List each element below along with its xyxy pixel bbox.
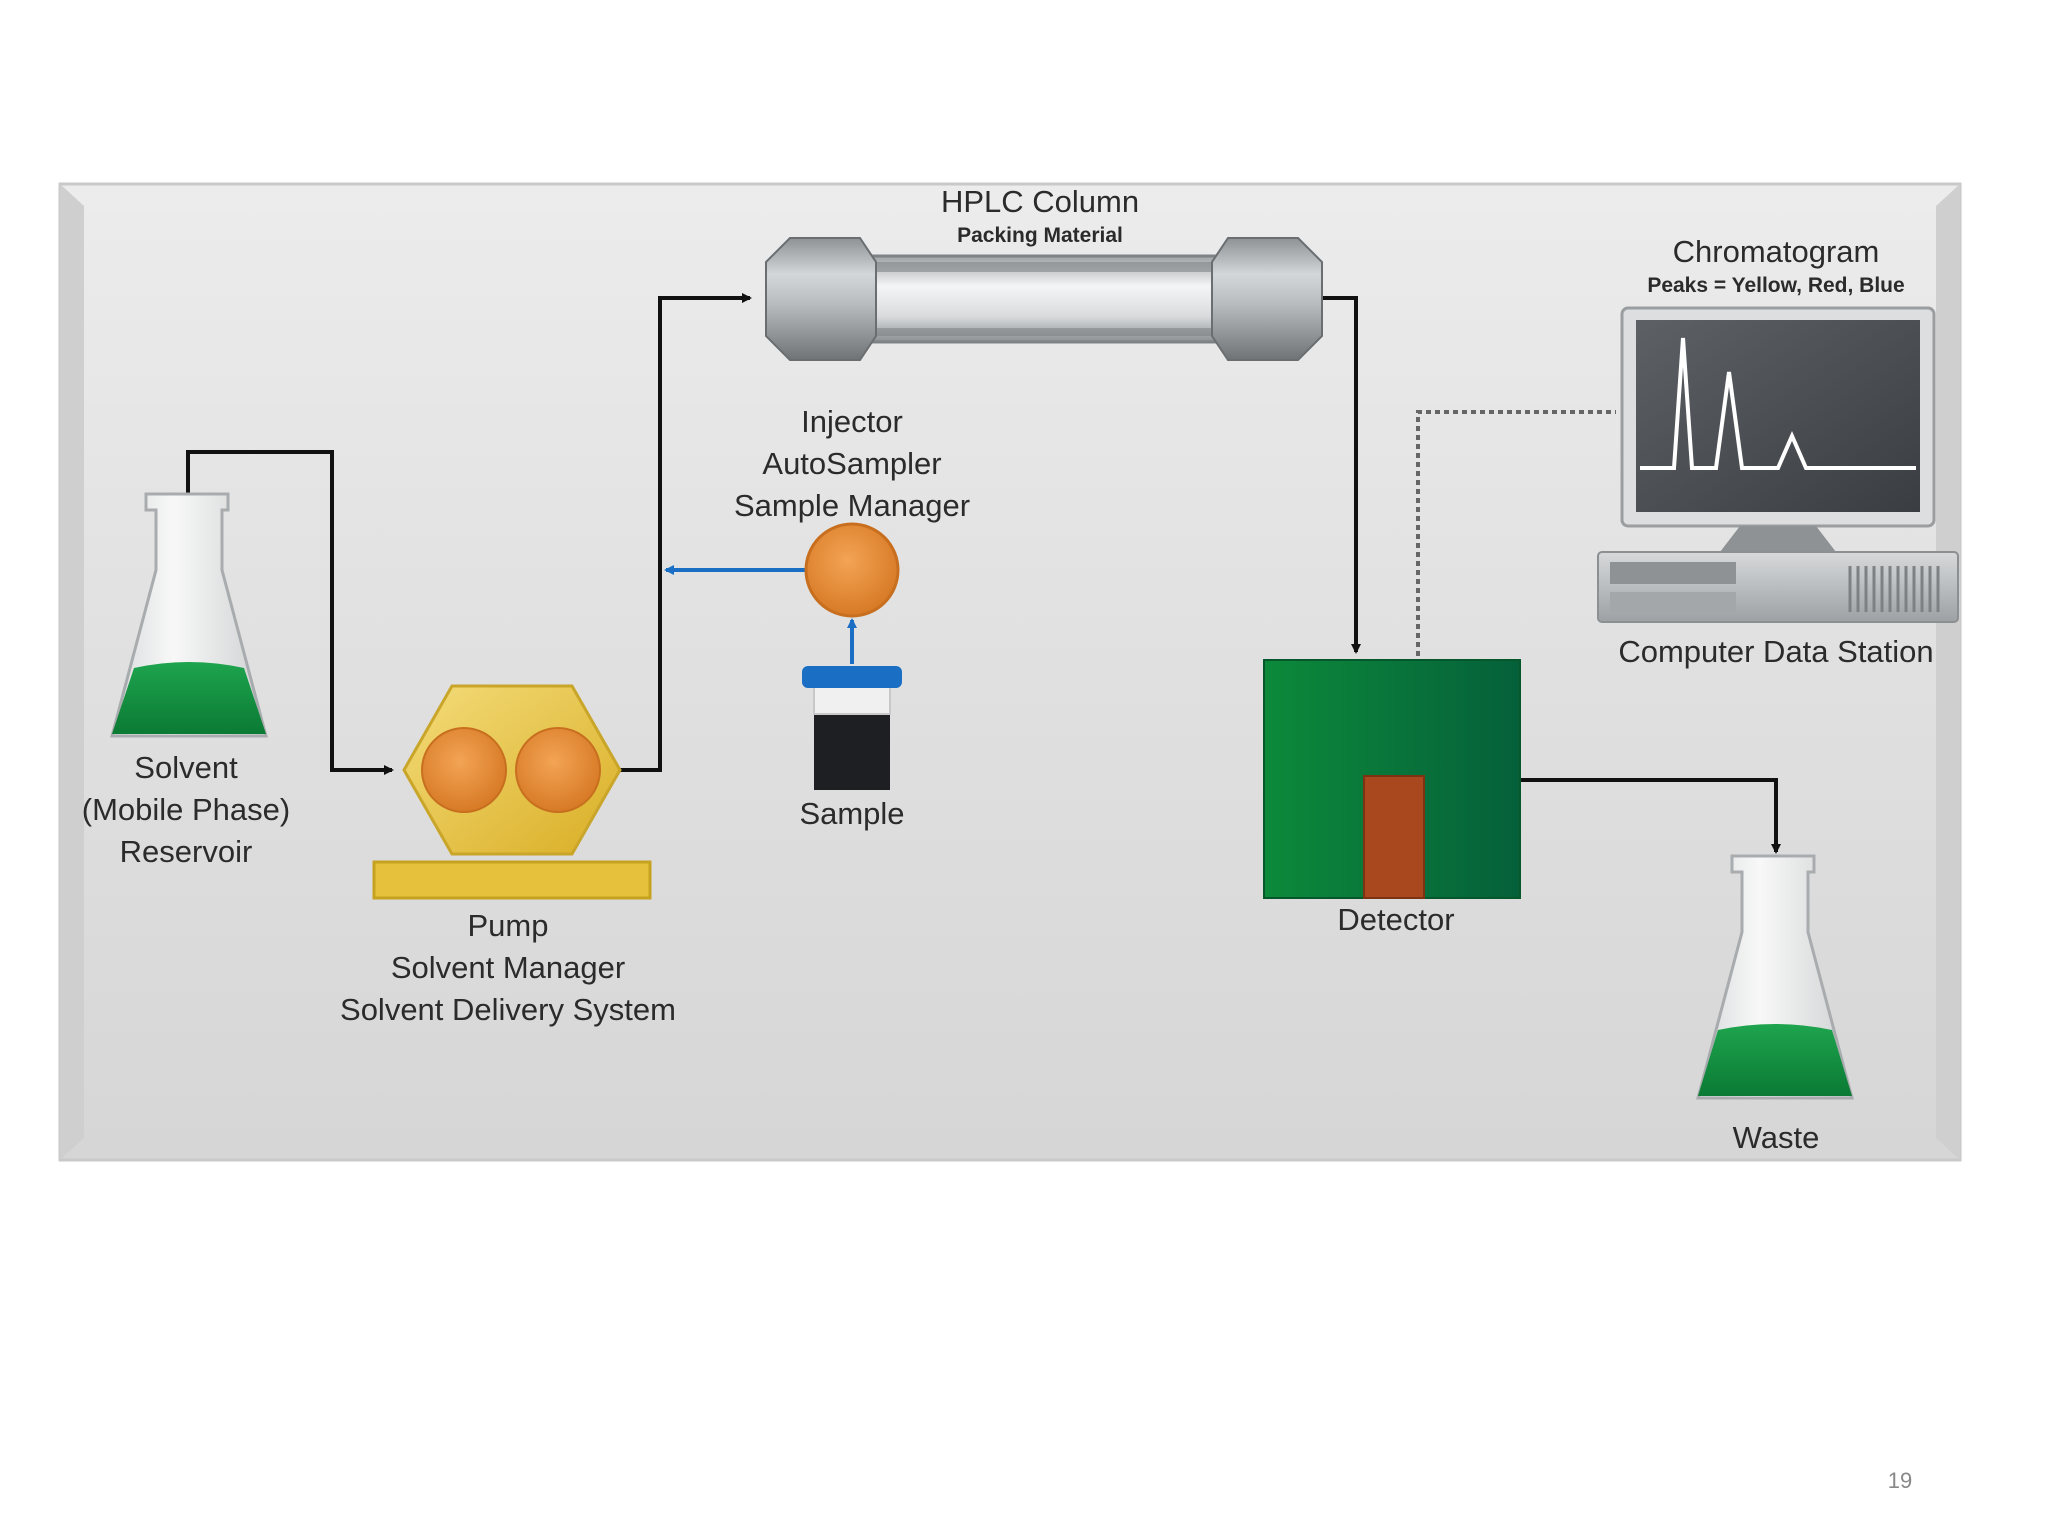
computer-data-station [1597,306,1959,623]
column-left-fitting [765,237,877,361]
hplc-column [765,237,1323,361]
data-signal-line [1416,410,1616,656]
waste-liquid [1698,1024,1852,1096]
solvent-label-line-2: (Mobile Phase) [82,792,290,827]
pump [372,684,652,900]
injector-label-line-1: Injector [801,404,903,439]
injector-valve [804,522,900,618]
solvent-label-line-3: Reservoir [120,834,253,869]
solvent-liquid [112,662,266,734]
computer-case-vents [1848,566,1940,612]
pump-label-line-2: Solvent Manager [391,950,625,985]
injector-label-line-3: Sample Manager [734,488,970,523]
detector-cell [1363,775,1425,899]
sample-flow-lines [664,565,857,664]
column-subtitle: Packing Material [957,224,1123,247]
detector [1263,659,1521,899]
computer-label: Computer Data Station [1618,634,1933,669]
injector-label-line-2: AutoSampler [762,446,941,481]
column-title: HPLC Column [941,184,1139,219]
chromatogram-subtitle: Peaks = Yellow, Red, Blue [1647,274,1904,297]
chromatogram-trace [1640,337,1916,470]
pump-rotor-left [421,727,507,813]
detector-to-waste-line [1516,778,1781,854]
sample-label: Sample [799,796,904,831]
pump-label-line-1: Pump [468,908,549,943]
page-number: 19 [1887,1468,1913,1493]
monitor-stand [1720,526,1836,552]
pump-base [372,860,652,900]
waste-flask [1696,854,1854,1100]
sample-vial-cap [802,666,902,688]
column-right-fitting [1211,237,1323,361]
sample-vial [802,666,902,790]
solvent-reservoir-flask [110,492,268,738]
solvent-label-line-1: Solvent [134,750,238,785]
detector-label: Detector [1337,902,1454,937]
waste-label: Waste [1733,1120,1820,1155]
pump-to-column-line [620,293,752,772]
chromatogram-title: Chromatogram [1673,234,1880,269]
column-to-detector-line [1320,296,1361,654]
pump-rotor-right [515,727,601,813]
pump-label-line-3: Solvent Delivery System [340,992,676,1027]
